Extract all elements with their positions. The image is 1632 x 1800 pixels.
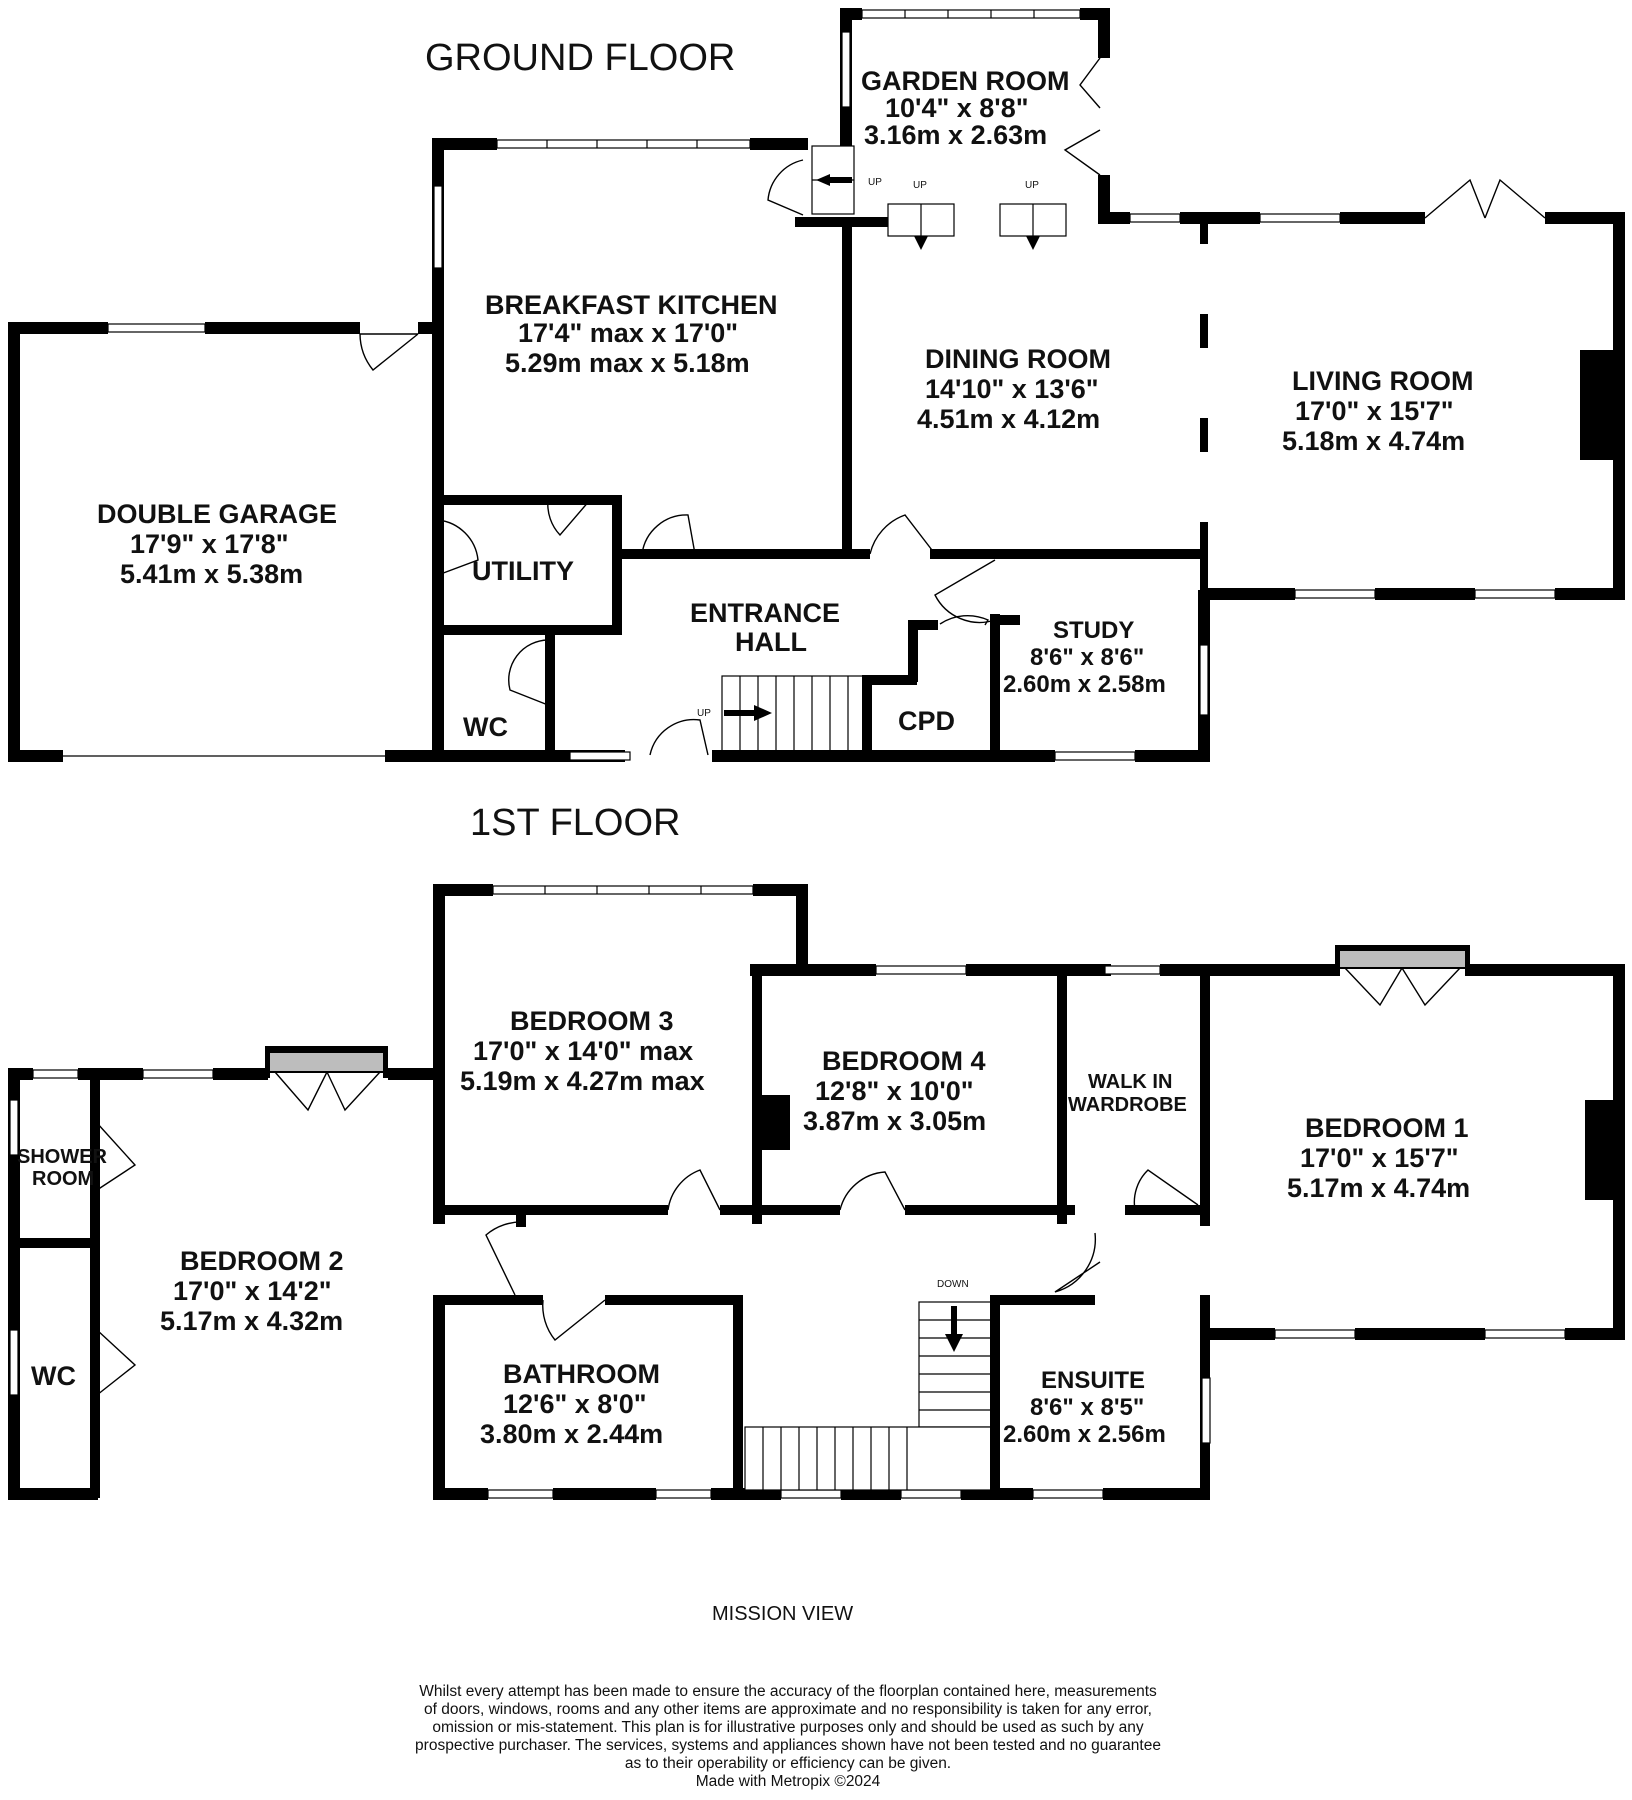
bedroom-2-metric: 5.17m x 4.32m xyxy=(160,1306,343,1336)
dining-room-imperial: 14'10" x 13'6" xyxy=(925,374,1099,404)
stair-label-up-4: UP xyxy=(697,708,711,719)
dining-room-label: DINING ROOM xyxy=(925,344,1111,374)
bedroom-1-label: BEDROOM 1 xyxy=(1305,1113,1469,1143)
bedroom-3-metric: 5.19m x 4.27m max xyxy=(460,1066,705,1096)
living-room-imperial: 17'0" x 15'7" xyxy=(1295,396,1454,426)
bedroom-3-imperial: 17'0" x 14'0" max xyxy=(473,1036,693,1066)
disclaimer-line-1: Whilst every attempt has been made to en… xyxy=(419,1683,1157,1700)
property-name: MISSION VIEW xyxy=(712,1603,853,1625)
entrance-hall-label-2: HALL xyxy=(735,627,807,657)
bedroom-4-metric: 3.87m x 3.05m xyxy=(803,1106,986,1136)
stair-label-up-2: UP xyxy=(913,180,927,191)
wc-ground-label: WC xyxy=(463,712,508,742)
breakfast-kitchen-imperial: 17'4" max x 17'0" xyxy=(518,318,738,348)
double-garage-imperial: 17'9" x 17'8" xyxy=(130,529,289,559)
disclaimer-line-3: omission or mis-statement. This plan is … xyxy=(432,1719,1144,1736)
chimney-breast-bedroom-4 xyxy=(762,1095,790,1150)
ensuite-imperial: 8'6" x 8'5" xyxy=(1030,1394,1144,1421)
disclaimer-line-5: as to their operability or efficiency ca… xyxy=(625,1755,951,1772)
breakfast-kitchen-label: BREAKFAST KITCHEN xyxy=(485,290,778,320)
ground-floor-plan: GROUND FLOOR xyxy=(8,8,1625,762)
disclaimer: Whilst every attempt has been made to en… xyxy=(415,1683,1161,1790)
bedroom-3-label: BEDROOM 3 xyxy=(510,1006,674,1036)
study-imperial: 8'6" x 8'6" xyxy=(1030,644,1144,671)
garden-room-label: GARDEN ROOM xyxy=(861,66,1070,96)
fireplace-ground xyxy=(1580,350,1613,460)
bathroom-metric: 3.80m x 2.44m xyxy=(480,1419,663,1449)
entrance-hall-label-1: ENTRANCE xyxy=(690,598,840,628)
wc-first-label: WC xyxy=(31,1361,76,1391)
bedroom-2-imperial: 17'0" x 14'2" xyxy=(173,1276,332,1306)
disclaimer-line-2: of doors, windows, rooms and any other i… xyxy=(424,1701,1152,1718)
ensuite-label: ENSUITE xyxy=(1041,1367,1145,1394)
fireplace-bedroom-1 xyxy=(1585,1100,1613,1200)
ground-floor-title: GROUND FLOOR xyxy=(425,37,735,79)
disclaimer-line-4: prospective purchaser. The services, sys… xyxy=(415,1737,1161,1754)
garden-room-imperial: 10'4" x 8'8" xyxy=(885,93,1029,123)
ensuite-metric: 2.60m x 2.56m xyxy=(1003,1421,1166,1448)
study-label: STUDY xyxy=(1053,617,1134,644)
walk-in-wardrobe-label-1: WALK IN xyxy=(1088,1071,1172,1093)
stair-label-down: DOWN xyxy=(937,1279,969,1290)
disclaimer-line-6: Made with Metropix ©2024 xyxy=(696,1773,881,1790)
bedroom-1-imperial: 17'0" x 15'7" xyxy=(1300,1143,1459,1173)
shower-room-label-1: SHOWER xyxy=(17,1146,108,1168)
utility-label: UTILITY xyxy=(472,556,574,586)
stair-label-up-3: UP xyxy=(1025,180,1039,191)
garden-room-metric: 3.16m x 2.63m xyxy=(864,120,1047,150)
bedroom-4-imperial: 12'8" x 10'0" xyxy=(815,1076,974,1106)
study-metric: 2.60m x 2.58m xyxy=(1003,671,1166,698)
living-room-metric: 5.18m x 4.74m xyxy=(1282,426,1465,456)
double-garage-label: DOUBLE GARAGE xyxy=(97,499,337,529)
bedroom-4-label: BEDROOM 4 xyxy=(822,1046,986,1076)
first-floor-plan: 1ST FLOOR xyxy=(8,802,1625,1500)
shower-room-label-2: ROOM xyxy=(32,1168,94,1190)
cpd-label: CPD xyxy=(898,706,955,736)
bedroom-1-metric: 5.17m x 4.74m xyxy=(1287,1173,1470,1203)
breakfast-kitchen-metric: 5.29m max x 5.18m xyxy=(505,348,750,378)
bathroom-label: BATHROOM xyxy=(503,1359,660,1389)
double-garage-metric: 5.41m x 5.38m xyxy=(120,559,303,589)
bedroom-2-label: BEDROOM 2 xyxy=(180,1246,344,1276)
dining-room-metric: 4.51m x 4.12m xyxy=(917,404,1100,434)
living-room-label: LIVING ROOM xyxy=(1292,366,1474,396)
first-floor-title: 1ST FLOOR xyxy=(470,802,680,844)
stair-label-up-1: UP xyxy=(868,177,882,188)
walk-in-wardrobe-label-2: WARDROBE xyxy=(1068,1094,1187,1116)
bathroom-imperial: 12'6" x 8'0" xyxy=(503,1389,647,1419)
